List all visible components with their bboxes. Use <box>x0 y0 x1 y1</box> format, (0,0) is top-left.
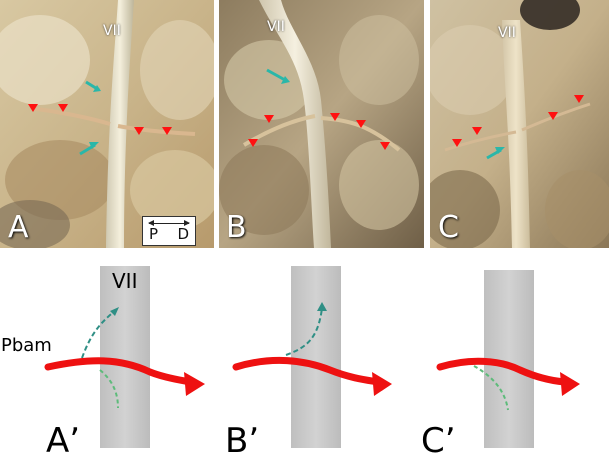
arrowhead-b-5 <box>380 142 390 150</box>
photo-c-panel-label: C <box>438 210 459 245</box>
dissection-photo-b <box>219 0 424 248</box>
arrowhead-a-3 <box>134 127 144 135</box>
photo-b-nerve-label: VII <box>267 19 285 35</box>
arrowhead-b-3 <box>330 113 340 121</box>
arrowhead-c-3 <box>548 112 558 120</box>
artery-b <box>232 356 382 386</box>
diagram-a-prime-label: A’ <box>46 421 81 461</box>
dashed-branch-a <box>81 309 117 359</box>
arrowhead-b-1 <box>264 115 274 123</box>
dashed-branch-b-arrowhead <box>317 302 327 311</box>
red-arrowheads <box>28 95 584 150</box>
orientation-left-label: P <box>149 225 159 243</box>
photo-panel-b <box>219 0 424 248</box>
dashed-branch-b <box>285 307 323 356</box>
arrowhead-b-2 <box>248 139 258 147</box>
nerve-band-a <box>100 266 150 448</box>
photo-panel-c <box>430 0 609 248</box>
arrowhead-b-4 <box>356 120 366 128</box>
diagram-nerve-label: VII <box>112 269 138 293</box>
orientation-indicator: P D <box>142 216 196 246</box>
diagram-a-prime <box>44 266 205 448</box>
photo-markers <box>28 68 584 160</box>
diagram-b-prime <box>232 266 392 448</box>
teal-arrowhead-b-1 <box>281 76 290 84</box>
dissection-photo-c <box>430 0 609 248</box>
diagram-branch-label: Pbam <box>1 335 52 356</box>
artery-c-arrowhead <box>560 372 580 396</box>
arrowhead-c-2 <box>472 127 482 135</box>
artery-a-arrowhead <box>184 372 205 396</box>
photo-b-panel-label: B <box>226 210 247 245</box>
teal-arrowhead-a-1 <box>93 85 101 92</box>
arrowhead-a-1 <box>28 104 38 112</box>
double-arrow-icon <box>148 220 190 226</box>
photo-panel-a <box>0 0 214 248</box>
schematic-diagrams <box>44 266 580 448</box>
teal-arrows <box>79 68 505 160</box>
teal-arrowhead-a-2 <box>89 142 99 149</box>
green-branch-c <box>473 365 509 411</box>
diagram-c-prime-label: C’ <box>421 421 456 461</box>
artery-b-arrowhead <box>372 372 392 396</box>
photo-c-nerve-label: VII <box>498 25 516 41</box>
teal-arrowhead-c-1 <box>495 147 505 154</box>
photo-a-nerve-label: VII <box>103 23 121 39</box>
green-branch-a <box>99 369 119 409</box>
arrowhead-a-2 <box>58 104 68 112</box>
nerve-band-b <box>291 266 341 448</box>
orientation-right-label: D <box>177 225 189 243</box>
photo-a-panel-label: A <box>8 210 29 245</box>
artery-a <box>44 357 194 386</box>
dissection-photo-a <box>0 0 214 248</box>
arrowhead-c-1 <box>452 139 462 147</box>
artery-c <box>436 357 569 386</box>
dashed-branch-a-arrowhead <box>110 307 119 316</box>
teal-arrow-b-1 <box>266 68 286 82</box>
diagram-c-prime <box>436 270 580 448</box>
diagram-b-prime-label: B’ <box>225 421 260 461</box>
arrowhead-a-4 <box>162 127 172 135</box>
arrowhead-c-4 <box>574 95 584 103</box>
